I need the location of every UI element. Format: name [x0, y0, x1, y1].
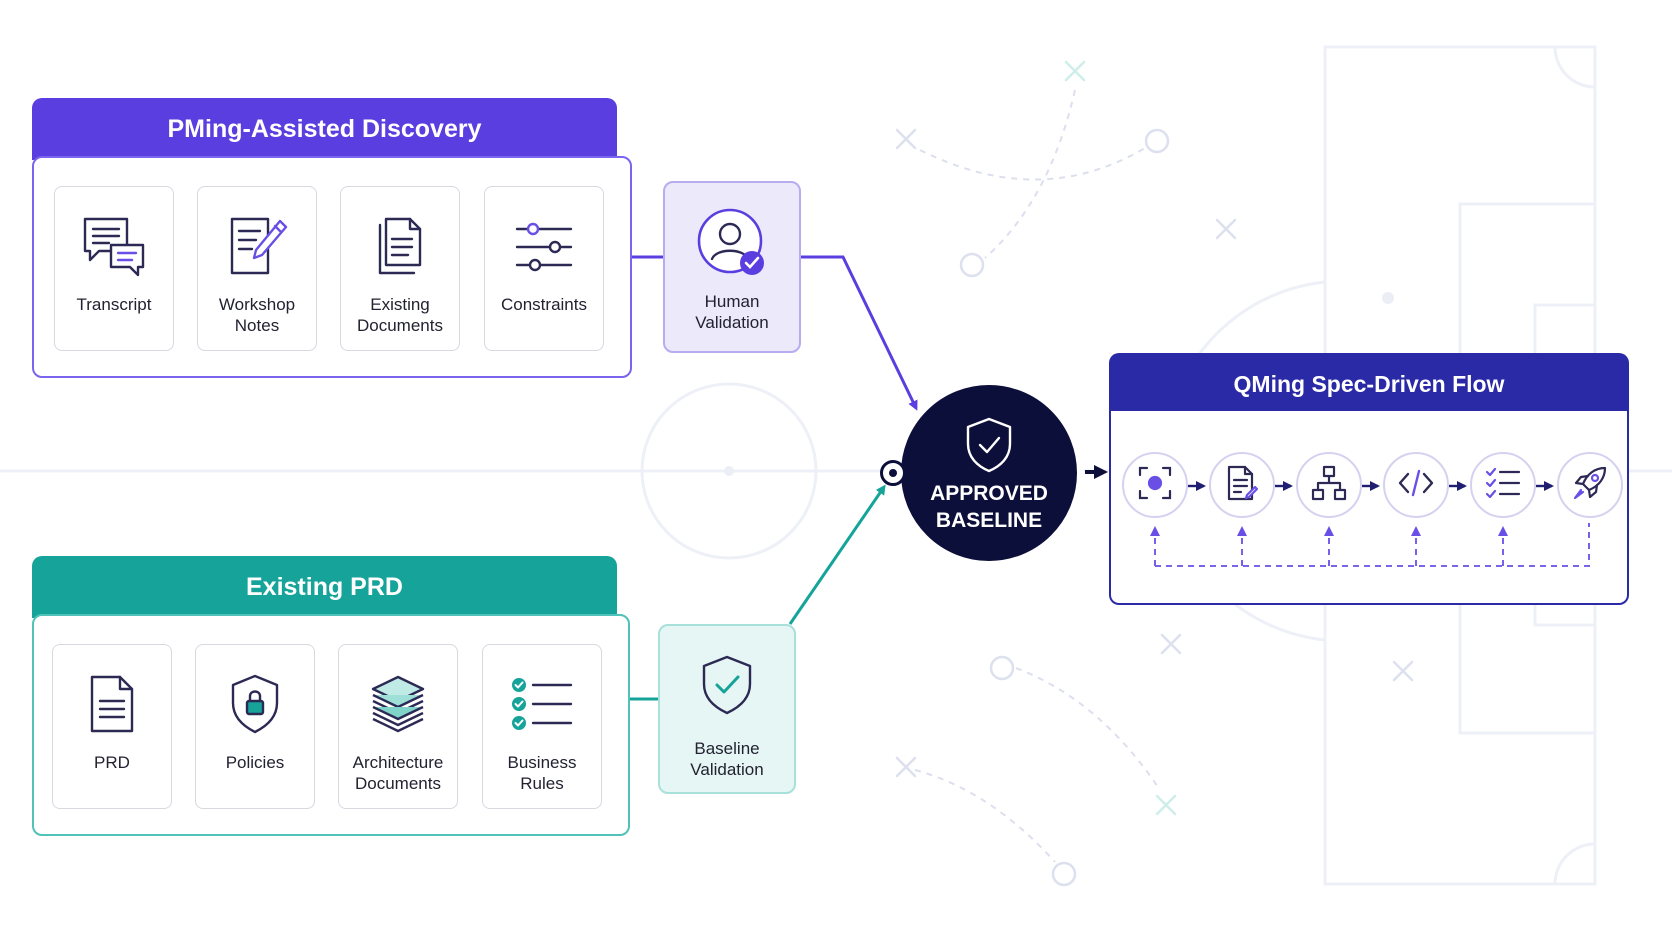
- user-check-icon: [696, 207, 768, 279]
- document-icon: [84, 670, 140, 738]
- baseline-line-2: BASELINE: [935, 509, 1043, 532]
- notes-pen-icon: [224, 212, 290, 280]
- discovery-group-header: PMing-Assisted Discovery: [32, 98, 617, 160]
- rocket-icon: [1571, 464, 1609, 507]
- baseline-line-1: APPROVED: [930, 482, 1048, 505]
- shield-lock-icon: [227, 670, 283, 738]
- human-validation-label: Human Validation: [695, 292, 769, 332]
- documents-icon: [370, 212, 430, 280]
- layers-icon: [367, 670, 429, 738]
- card-prd[interactable]: PRD: [52, 644, 172, 809]
- card-label: Architecture Documents: [352, 753, 444, 793]
- flow-step-code[interactable]: [1383, 452, 1449, 518]
- card-label: Existing Documents: [357, 295, 443, 335]
- hub-input-port-dot: [889, 469, 897, 477]
- card-label: Policies: [225, 753, 285, 772]
- flow-group-title: QMing Spec-Driven Flow: [1233, 370, 1505, 397]
- approved-baseline-hub[interactable]: APPROVED BASELINE: [894, 378, 1084, 568]
- card-label: Transcript: [76, 295, 152, 314]
- checklist-icon: [509, 670, 575, 738]
- existing-prd-group-header: Existing PRD: [32, 556, 617, 618]
- card-transcript[interactable]: Transcript: [54, 186, 174, 351]
- discovery-group: PMing-Assisted Discovery Transcript: [32, 98, 632, 380]
- spec-document-icon: [1225, 465, 1259, 506]
- card-label: PRD: [94, 753, 130, 772]
- flow-step-spec[interactable]: [1209, 452, 1275, 518]
- baseline-validation-label: Baseline Validation: [690, 739, 764, 779]
- hierarchy-icon: [1311, 465, 1347, 506]
- card-policies[interactable]: Policies: [195, 644, 315, 809]
- hub-input-port: [880, 460, 906, 486]
- flow-group-body: [1109, 411, 1629, 605]
- card-workshop-notes[interactable]: Workshop Notes: [197, 186, 317, 351]
- human-validation-card[interactable]: Human Validation: [663, 181, 801, 353]
- card-label: Workshop Notes: [218, 295, 296, 335]
- card-existing-documents[interactable]: Existing Documents: [340, 186, 460, 351]
- flow-step-capture[interactable]: [1122, 452, 1188, 518]
- card-architecture-documents[interactable]: Architecture Documents: [338, 644, 458, 809]
- chat-bubbles-icon: [81, 212, 147, 280]
- checklist-icon: [1484, 466, 1522, 505]
- card-business-rules[interactable]: Business Rules: [482, 644, 602, 809]
- focus-target-icon: [1137, 465, 1173, 506]
- approved-baseline-circle: APPROVED BASELINE: [901, 385, 1077, 561]
- existing-prd-group-title: Existing PRD: [246, 572, 403, 601]
- baseline-validation-card[interactable]: Baseline Validation: [658, 624, 796, 794]
- shield-check-icon: [964, 416, 1014, 474]
- existing-prd-group-body: PRD Policies: [32, 614, 630, 836]
- card-label: Constraints: [501, 295, 587, 314]
- flow-step-verify[interactable]: [1470, 452, 1536, 518]
- existing-prd-group: Existing PRD PRD Policies: [32, 556, 630, 838]
- flow-group-header: QMing Spec-Driven Flow: [1109, 353, 1629, 415]
- flow-group: QMing Spec-Driven Flow: [1109, 353, 1629, 605]
- card-label: Business Rules: [507, 753, 577, 793]
- baseline-validation-arrow: [788, 484, 886, 625]
- human-validation-arrow: [801, 255, 918, 411]
- sliders-icon: [511, 212, 577, 280]
- discovery-group-body: Transcript Workshop Notes: [32, 156, 632, 378]
- flow-step-deploy[interactable]: [1557, 452, 1623, 518]
- shield-check-icon: [700, 654, 754, 716]
- flow-step-structure[interactable]: [1296, 452, 1362, 518]
- discovery-group-title: PMing-Assisted Discovery: [167, 114, 482, 143]
- code-icon: [1397, 467, 1435, 504]
- card-constraints[interactable]: Constraints: [484, 186, 604, 351]
